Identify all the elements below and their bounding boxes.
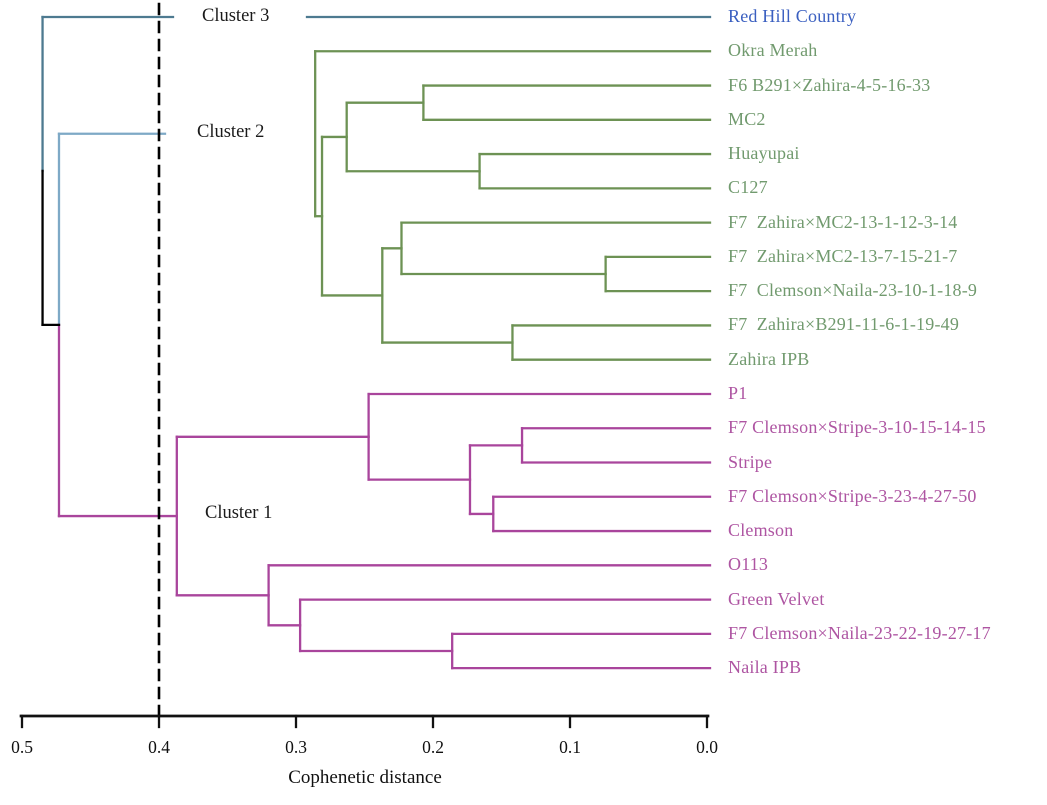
axis-title: Cophenetic distance	[288, 767, 442, 788]
